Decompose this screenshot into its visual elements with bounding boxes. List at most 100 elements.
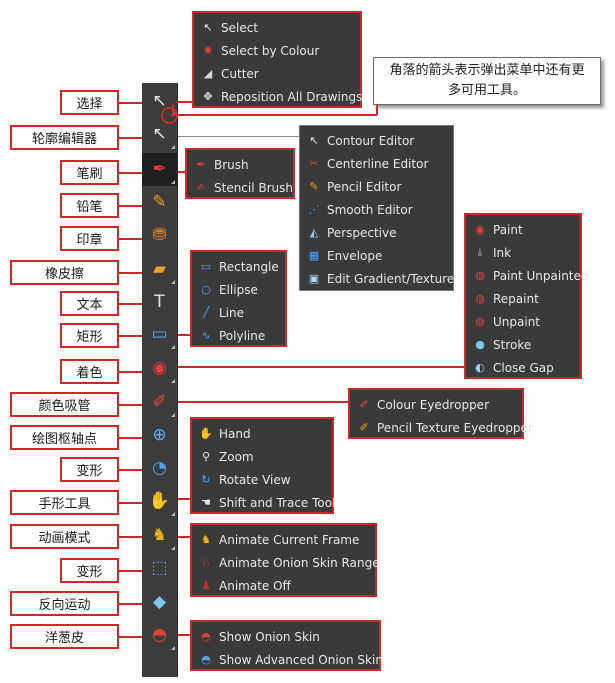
menu-item-select-1[interactable]: ✸Select by Colour — [194, 39, 360, 62]
contour-editor-menu: ↖Contour Editor✂Centerline Editor✎Pencil… — [299, 125, 454, 291]
menu-item-label: Line — [219, 305, 245, 320]
select-icon: ↖ — [203, 21, 213, 34]
menu-item-hand-3[interactable]: ☚Shift and Trace Tool — [192, 491, 335, 514]
menu-item-paint-3[interactable]: ◍Repaint — [466, 287, 580, 310]
menu-item-label: Colour Eyedropper — [377, 397, 489, 412]
onion-skin-icon: ◓ — [152, 625, 167, 645]
hand-menu-connector — [178, 498, 190, 500]
menu-item-contour-3[interactable]: ⋰Smooth Editor — [300, 198, 453, 221]
pencil-texture-eyedropper-icon: ✐ — [359, 421, 369, 434]
tool-button-pivot[interactable]: ⊕ — [142, 419, 177, 452]
contour-arrow-icon: ↖ — [152, 124, 167, 144]
smooth-editor-icon: ⋰ — [308, 203, 320, 216]
menu-item-contour-6[interactable]: ▣Edit Gradient/Texture — [300, 267, 454, 290]
colour-eyedropper-icon: ✐ — [359, 398, 369, 411]
menu-item-hand-2[interactable]: ↻ Rotate View — [192, 468, 332, 491]
tool-label-transform: 变形 — [60, 457, 119, 482]
label-connector — [119, 172, 142, 174]
menu-item-label: Rotate View — [219, 472, 291, 487]
shift-trace-icon: ☚ — [201, 496, 211, 509]
menu-item-shape-3[interactable]: ∿Polyline — [192, 324, 285, 347]
menu-item-select-0[interactable]: ↖Select — [194, 16, 360, 39]
label-connector — [119, 137, 142, 139]
menu-item-animate-1[interactable]: ♘Animate Onion Skin Range — [192, 551, 380, 574]
tool-button-pencil[interactable]: ✎ — [142, 186, 177, 219]
tool-button-rect[interactable]: ▭ — [142, 318, 177, 351]
menu-item-dropper-0[interactable]: ✐ Colour Eyedropper — [350, 393, 522, 416]
tool-button-ik[interactable]: ◆ — [142, 586, 177, 619]
menu-item-select-3[interactable]: ✥Reposition All Drawings — [194, 85, 363, 108]
animate-onion-range-icon: ♘ — [201, 556, 211, 569]
menu-item-paint-1[interactable]: ⫰ Ink — [466, 241, 580, 264]
menu-item-contour-0[interactable]: ↖Contour Editor — [300, 129, 453, 152]
menu-item-onion-0[interactable]: ◓Show Onion Skin — [192, 625, 379, 648]
tool-label-paint: 着色 — [60, 359, 119, 384]
menu-item-animate-2[interactable]: ♟Animate Off — [192, 574, 375, 597]
rotate-view-icon: ↻ — [201, 473, 211, 486]
tool-label-text: 动画模式 — [38, 531, 91, 546]
menu-item-paint-6[interactable]: ◐Close Gap — [466, 356, 580, 379]
menu-item-dropper-1[interactable]: ✐ Pencil Texture Eyedropper — [350, 416, 532, 439]
menu-item-shape-0[interactable]: ▭Rectangle — [192, 255, 285, 278]
menu-item-hand-1[interactable]: ⚲Zoom — [192, 445, 332, 468]
menu-item-contour-2[interactable]: ✎Pencil Editor — [300, 175, 453, 198]
tool-label-text: 文本 — [76, 298, 103, 313]
menu-item-paint-0[interactable]: ◉Paint — [466, 218, 580, 241]
tool-button-envelope[interactable]: ⬚ — [142, 552, 177, 585]
label-connector — [119, 469, 142, 471]
menu-item-paint-2[interactable]: ◍Paint Unpainted — [466, 264, 588, 287]
menu-item-paint-5[interactable]: ●Stroke — [466, 333, 580, 356]
rectangle-icon: ▭ — [151, 324, 168, 344]
tool-label-text: 手形工具 — [38, 497, 91, 512]
menu-item-paint-4[interactable]: ◍Unpaint — [466, 310, 580, 333]
tool-button-eraser[interactable]: ▰ — [142, 253, 177, 286]
menu-item-animate-0[interactable]: ♞Animate Current Frame — [192, 528, 375, 551]
shape-tool-menu: ▭Rectangle○Ellipse ╱ Line ∿Polyline — [190, 250, 287, 347]
menu-item-shape-1[interactable]: ○Ellipse — [192, 278, 285, 301]
tool-button-contour[interactable]: ↖ — [142, 118, 177, 151]
tool-label-pivot: 绘图枢轴点 — [10, 425, 119, 450]
repaint-icon: ◍ — [475, 292, 485, 305]
popout-corner-arrow — [171, 280, 175, 284]
menu-item-hand-0[interactable]: ✋Hand — [192, 422, 332, 445]
menu-item-contour-4[interactable]: ◭Perspective — [300, 221, 453, 244]
tool-button-stamp[interactable]: ⛃ — [142, 219, 177, 252]
tool-button-dropper[interactable]: ✐ — [142, 386, 177, 419]
ink-icon: ⫰ — [477, 245, 483, 259]
tool-button-hand[interactable]: ✋ — [142, 485, 177, 518]
tool-button-paint[interactable]: ◉ — [142, 352, 177, 385]
menu-item-label: Pencil Texture Eyedropper — [377, 420, 533, 435]
animate-mode-menu: ♞Animate Current Frame♘Animate Onion Ski… — [190, 523, 380, 597]
menu-item-onion-1[interactable]: ◓Show Advanced Onion Skin — [192, 648, 383, 671]
menu-item-label: Ink — [493, 245, 512, 260]
hand-menu-icon: ✋ — [199, 427, 213, 440]
tool-button-transform[interactable]: ◔ — [142, 452, 177, 485]
menu-item-brush-1[interactable]: ✍Stencil Brush — [187, 176, 293, 199]
line-icon: ╱ — [202, 306, 210, 319]
stencil-brush-icon: ✍ — [196, 181, 206, 194]
tool-label-text: 铅笔 — [76, 200, 103, 215]
contour-menu-connector — [178, 136, 300, 137]
tool-button-text[interactable]: T — [142, 286, 177, 319]
tool-button-animate[interactable]: ♞ — [142, 519, 177, 552]
popout-corner-arrow — [171, 180, 175, 184]
menu-item-label: Reposition All Drawings — [221, 89, 363, 104]
tool-label-text: 文本 — [60, 291, 119, 316]
tool-button-brush[interactable]: ✒ — [142, 153, 177, 186]
menu-item-label: Envelope — [327, 248, 383, 263]
unpaint-icon: ◍ — [475, 315, 485, 328]
dropper-menu-connector — [178, 401, 349, 403]
menu-item-contour-1[interactable]: ✂Centerline Editor — [300, 152, 453, 175]
tool-button-onion[interactable]: ◓ — [142, 619, 177, 652]
hand-tool-menu: ✋Hand⚲Zoom ↻ Rotate View ☚Shift and Trace T… — [190, 417, 335, 514]
tool-label-text: 笔刷 — [76, 167, 103, 182]
menu-item-label: Brush — [214, 157, 249, 172]
tool-label-text: 洋葱皮 — [44, 631, 84, 646]
select-menu-connector-h — [177, 101, 193, 103]
menu-item-contour-5[interactable]: ▦Envelope — [300, 244, 453, 267]
menu-item-brush-0[interactable]: ✒Brush — [187, 153, 293, 176]
menu-item-select-2[interactable]: ◢Cutter — [194, 62, 360, 85]
menu-item-label: Paint Unpainted — [493, 268, 589, 283]
menu-item-shape-2[interactable]: ╱ Line — [192, 301, 285, 324]
animate-off-icon: ♟ — [201, 579, 211, 592]
